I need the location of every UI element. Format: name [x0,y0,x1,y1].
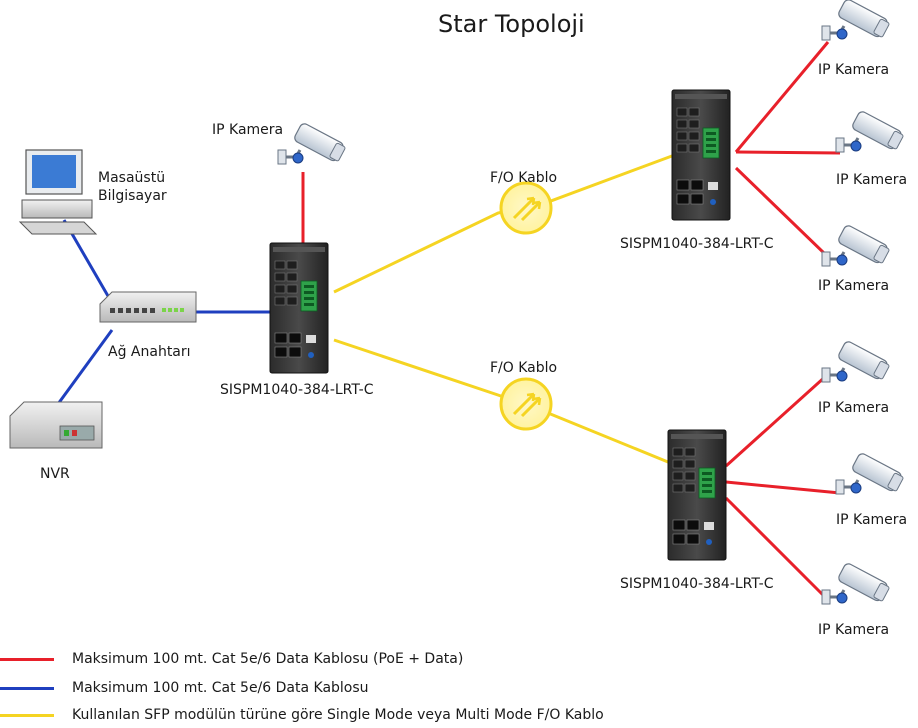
label-center-switch: SISPM1040-384-LRT-C [220,382,374,398]
poe-upper-cam3 [734,166,828,257]
ip-camera-icon-lower-3 [820,560,893,606]
legend-item-fiber: Kullanılan SFP modülün türüne göre Singl… [0,706,604,724]
legend-text-fiber: Kullanılan SFP modülün türüne göre Singl… [72,707,604,723]
legend-text-data: Maksimum 100 mt. Cat 5e/6 Data Kablosu [72,680,369,696]
industrial-switch-icon-center [269,242,329,374]
ip-camera-icon-upper-3 [820,222,893,268]
label-nvr: NVR [40,466,70,482]
poe-lower-cam2 [725,480,841,495]
label-camera-lower-3: IP Kamera [818,622,890,638]
network-switch-icon [99,291,197,323]
fiber-optic-icon-lower [499,377,553,431]
cable-nvr-switch [56,329,114,405]
poe-upper-cam1 [734,41,830,153]
poe-lower-cam1 [724,374,828,468]
poe-cables [301,41,841,600]
label-desktop-line2: Bilgisayar [98,188,167,204]
legend-swatch-fiber [0,713,54,717]
legend-item-poe: Maksimum 100 mt. Cat 5e/6 Data Kablosu (… [0,650,463,668]
label-camera-upper-3: IP Kamera [818,278,890,294]
label-network-switch: Ağ Anahtarı [108,344,191,360]
legend-text-poe: Maksimum 100 mt. Cat 5e/6 Data Kablosu (… [72,651,464,667]
label-desktop-line1: Masaüstü [98,170,166,186]
label-camera-lower-1: IP Kamera [818,400,890,416]
label-camera-upper-1: IP Kamera [818,62,890,78]
legend-swatch-data [0,686,54,690]
ip-camera-icon-upper-2 [834,108,907,154]
ip-camera-icon-lower-2 [834,450,907,496]
industrial-switch-icon-lower [667,429,727,561]
fiber-optic-icon-upper [499,181,553,235]
poe-upper-cam2 [735,150,841,155]
ip-camera-icon-center [276,120,349,166]
legend-swatch-poe [0,657,54,661]
legend-item-data: Maksimum 100 mt. Cat 5e/6 Data Kablosu [0,679,369,697]
ip-camera-icon-lower-1 [820,338,893,384]
label-camera-lower-2: IP Kamera [836,512,908,528]
desktop-computer-icon [18,149,98,235]
label-lower-switch: SISPM1040-384-LRT-C [620,576,774,592]
label-camera-center: IP Kamera [212,122,284,138]
label-upper-switch: SISPM1040-384-LRT-C [620,236,774,252]
label-fo-upper: F/O Kablo [490,170,558,186]
nvr-icon [9,401,103,449]
diagram-title: Star Topoloji [438,10,585,38]
industrial-switch-icon-upper [671,89,731,221]
label-camera-upper-2: IP Kamera [836,172,908,188]
poe-lower-cam3 [724,496,828,600]
label-fo-lower: F/O Kablo [490,360,558,376]
ip-camera-icon-upper-1 [820,0,893,42]
